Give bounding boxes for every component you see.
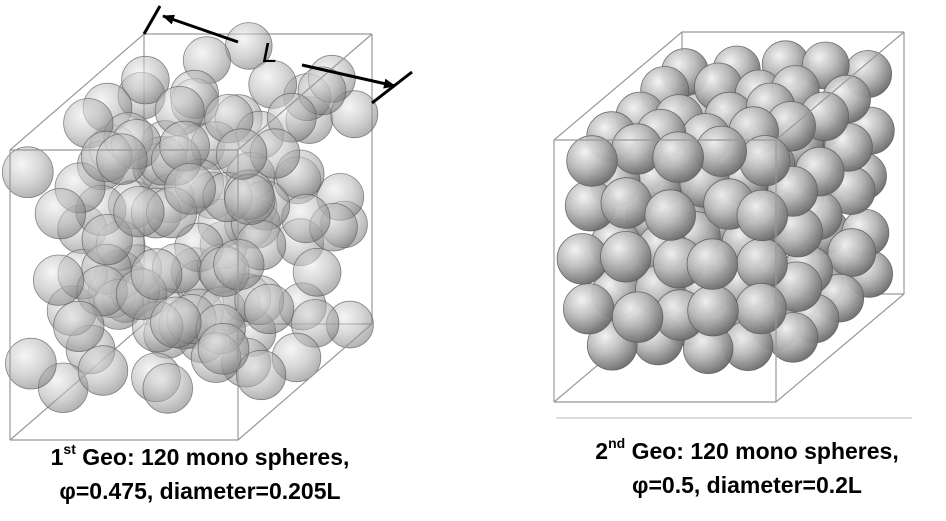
sphere	[224, 173, 276, 225]
ordinal-suffix: nd	[608, 435, 626, 452]
sphere	[215, 128, 268, 180]
sphere	[150, 296, 202, 348]
dimension-tick-right	[371, 70, 413, 105]
sphere-packing-2	[556, 40, 895, 374]
sphere	[32, 254, 85, 306]
ordinal-suffix: st	[63, 441, 76, 458]
ordinal-number: 1	[50, 444, 64, 470]
sphere	[562, 283, 615, 335]
geometry-panel-2	[553, 31, 912, 419]
sphere	[113, 186, 165, 238]
sphere	[164, 163, 216, 215]
box-edge	[775, 293, 905, 403]
sphere	[292, 247, 342, 297]
sphere	[600, 231, 652, 283]
box-front-edges	[9, 33, 373, 441]
caption-text: Geo: 120 mono spheres,	[75, 444, 350, 470]
box-edge	[237, 33, 373, 151]
sphere	[687, 285, 739, 337]
sphere	[197, 322, 250, 375]
box-edge	[775, 31, 905, 141]
sphere	[736, 189, 788, 242]
sphere	[236, 349, 287, 401]
sphere	[243, 283, 295, 335]
sphere	[652, 131, 704, 183]
dimension-arrow-left	[162, 14, 239, 44]
caption-geometry-2: 2nd Geo: 120 mono spheres, φ=0.5, diamet…	[548, 434, 946, 502]
box-edge	[553, 31, 683, 141]
sphere	[827, 228, 877, 277]
dimension-tick-left	[142, 5, 162, 35]
sphere	[611, 291, 664, 343]
sphere	[159, 120, 210, 172]
sphere	[96, 133, 148, 185]
caption-line-2: φ=0.5, diameter=0.2L	[632, 472, 862, 498]
dimension-label: L	[262, 37, 278, 68]
sphere	[686, 238, 738, 290]
box-edge	[9, 33, 145, 151]
sphere	[142, 363, 193, 414]
sphere	[77, 345, 129, 396]
caption-text: Geo: 120 mono spheres,	[625, 438, 899, 464]
sphere	[736, 238, 788, 290]
box-edge	[237, 323, 373, 441]
sphere	[53, 300, 105, 352]
caption-line-1: 2nd Geo: 120 mono spheres,	[548, 434, 946, 468]
sphere	[600, 177, 652, 229]
sphere	[121, 55, 170, 105]
sphere	[556, 233, 609, 285]
caption-line-1: 1st Geo: 120 mono spheres,	[0, 440, 400, 474]
sphere	[130, 248, 183, 300]
box-front-edges	[553, 31, 905, 403]
ordinal-number: 2	[595, 438, 609, 464]
sphere	[735, 282, 787, 335]
sphere	[644, 189, 696, 241]
sphere	[695, 125, 747, 177]
sphere	[213, 239, 265, 291]
dimension-annotation: L	[142, 5, 413, 105]
sphere	[739, 135, 791, 187]
sphere	[34, 188, 87, 240]
caption-line-2: φ=0.475, diameter=0.205L	[59, 478, 341, 504]
sphere	[566, 135, 618, 187]
sphere	[5, 337, 57, 390]
sphere	[1, 146, 54, 199]
geometry-panel-1: L	[1, 5, 413, 441]
caption-geometry-1: 1st Geo: 120 mono spheres, φ=0.475, diam…	[0, 440, 400, 508]
dimension-arrow-right	[301, 63, 396, 89]
sphere-packing-1	[1, 22, 379, 414]
